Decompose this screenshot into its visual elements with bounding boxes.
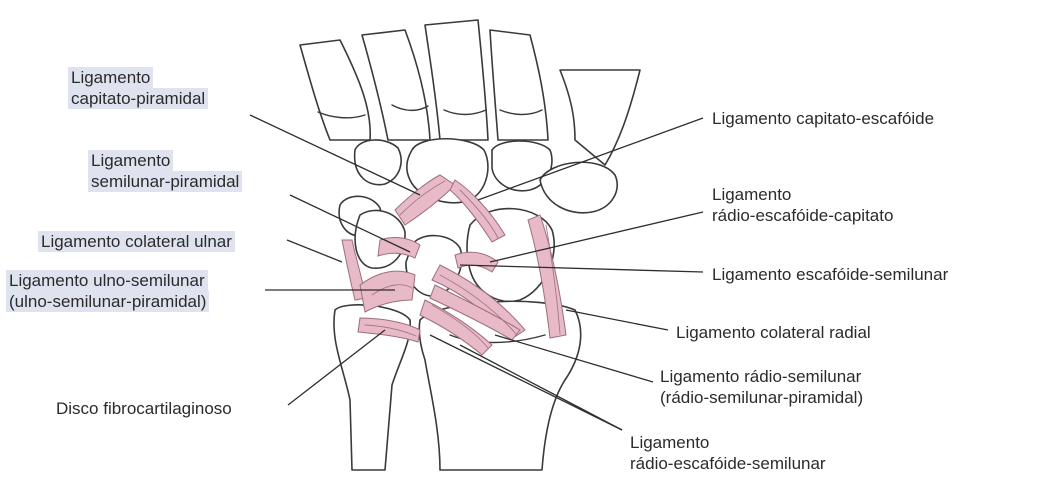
leader-colateral-ulnar xyxy=(287,240,342,262)
label-radio-escafoide-semilunar: Ligamento rádio-escafóide-semilunar xyxy=(630,432,826,474)
label-colateral-ulnar: Ligamento colateral ulnar xyxy=(38,231,235,252)
leader-colateral-radial xyxy=(566,310,668,330)
label-escafoide-semilunar: Ligamento escafóide-semilunar xyxy=(712,264,948,285)
label-ulno-semilunar: Ligamento ulno-semilunar (ulno-semilunar… xyxy=(6,270,209,312)
label-radio-escafoide-capitato: Ligamento rádio-escafóide-capitato xyxy=(712,184,893,226)
hamate-top xyxy=(355,140,401,185)
label-capitato-escafoide: Ligamento capitato-escafóide xyxy=(712,108,934,129)
label-disco-fibrocartilaginoso: Disco fibrocartilaginoso xyxy=(56,398,232,419)
ulno-semilunar-ligament-shape xyxy=(360,271,415,312)
trapezium xyxy=(540,162,617,213)
label-colateral-radial: Ligamento colateral radial xyxy=(676,322,871,343)
label-capitato-piramidal: Ligamento capitato-piramidal xyxy=(68,67,208,109)
label-semilunar-piramidal: Ligamento semilunar-piramidal xyxy=(88,150,242,192)
label-radio-semilunar: Ligamento rádio-semilunar (rádio-semilun… xyxy=(660,366,863,408)
